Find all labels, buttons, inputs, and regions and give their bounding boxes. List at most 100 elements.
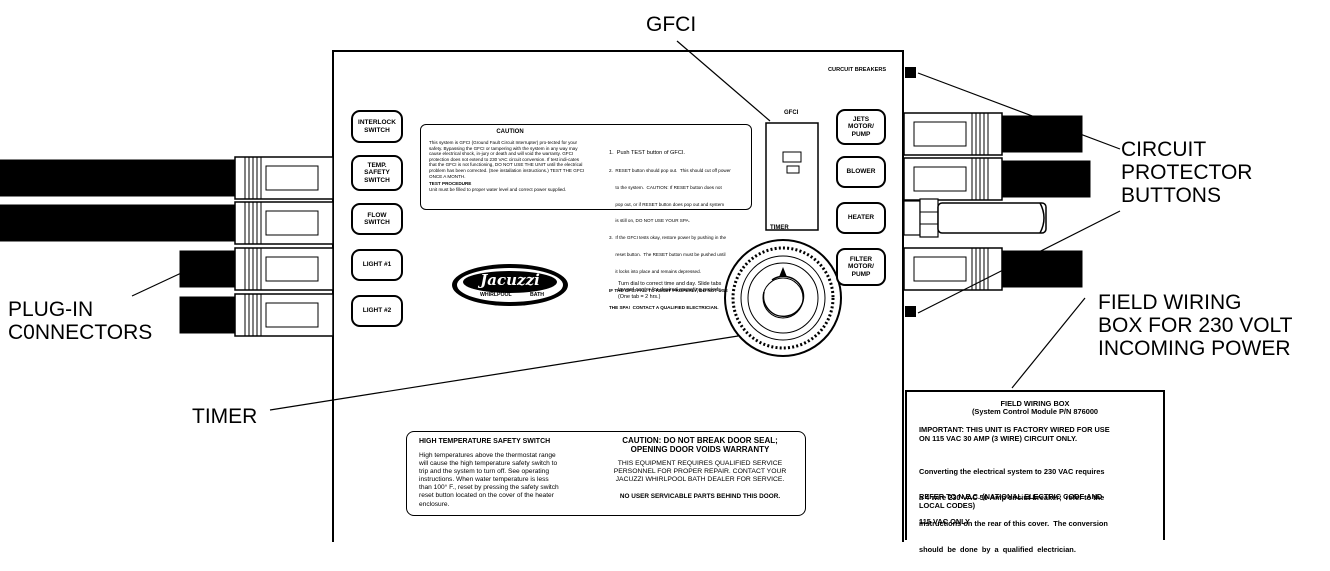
plug-in-connectors-callout: PLUG-IN C0NNECTORS bbox=[8, 298, 152, 344]
test-procedure-text: Unit must be filled to proper water leve… bbox=[429, 186, 567, 192]
button-label: LIGHT #1 bbox=[362, 261, 392, 269]
button-label: PUMP bbox=[851, 270, 871, 278]
warning-line: IF THE GFCI FAIL TO RESET PROPERLY, DO N… bbox=[609, 288, 728, 294]
text-line: PERSONNEL FOR PROPER REPAIR. CONTACT YOU… bbox=[613, 468, 787, 476]
text-line: High temperatures above the thermostat r… bbox=[419, 452, 556, 459]
circuit-protector-callout: CIRCUIT PROTECTOR BUTTONS bbox=[1121, 138, 1252, 207]
light-1-button[interactable]: LIGHT #1 bbox=[351, 249, 403, 281]
button-label: BLOWER bbox=[846, 168, 876, 176]
jets-motor-pump-button[interactable]: JETS MOTOR/ PUMP bbox=[836, 109, 886, 145]
flow-switch-button[interactable]: FLOW SWITCH bbox=[351, 203, 403, 235]
text-line: Converting the electrical system to 230 … bbox=[919, 467, 1105, 477]
text-line: trip and the system to turn off. See ope… bbox=[419, 468, 549, 476]
text-line: cause electrical shock, in-jury or death… bbox=[429, 151, 574, 157]
text-line: than 100° F., reset by pressing the safe… bbox=[419, 484, 559, 492]
button-label: JETS bbox=[852, 115, 870, 123]
bottom-caution-box: HIGH TEMPERATURE SAFETY SWITCH High temp… bbox=[406, 431, 806, 516]
text-line: Turn dial to correct time and day. Slide… bbox=[618, 281, 722, 287]
text-line: REFER TO N.E.C. (NATIONAL ELECTRIC CODE … bbox=[919, 492, 1103, 501]
high-temp-title: HIGH TEMPERATURE SAFETY SWITCH bbox=[419, 438, 551, 445]
logo-whirlpool: WHIRLPOOL bbox=[480, 292, 512, 298]
field-wiring-box: FIELD WIRING BOX (System Control Module … bbox=[905, 390, 1165, 553]
right-cable-3-heater bbox=[903, 198, 1047, 238]
callout-line: PLUG-IN bbox=[8, 298, 94, 321]
button-label: SWITCH bbox=[364, 219, 390, 226]
timer-dial bbox=[724, 239, 842, 357]
text-line: CAUTION: DO NOT BREAK DOOR SEAL; bbox=[622, 436, 778, 445]
right-cable-1 bbox=[903, 112, 1083, 156]
right-plug-connectors bbox=[903, 112, 1091, 291]
step-line: to the system. CAUTION: If RESET button … bbox=[609, 184, 722, 190]
field-wiring-subtitle: (System Control Module P/N 876000 bbox=[971, 407, 1099, 416]
button-label: MOTOR/ bbox=[848, 123, 874, 131]
step-line: is still on, DO NOT USE YOUR SPA. bbox=[609, 218, 690, 224]
text-line: IMPORTANT: THIS UNIT IS FACTORY WIRED FO… bbox=[919, 425, 1110, 434]
caution-text: This system is GFCI (Ground Fault Circui… bbox=[429, 140, 607, 192]
button-label: TEMP. bbox=[367, 161, 387, 169]
button-label: SAFETY bbox=[364, 169, 390, 177]
text-line: protection does not extend to 230 VAC ci… bbox=[429, 156, 580, 162]
left-cable-4 bbox=[179, 293, 334, 337]
left-cable-3 bbox=[179, 247, 334, 291]
callout-line: PROTECTOR bbox=[1121, 161, 1253, 184]
button-label: MOTOR/ bbox=[848, 263, 874, 271]
no-user-parts-note: NO USER SERVICABLE PARTS BEHIND THIS DOO… bbox=[619, 493, 781, 500]
text-line: a 4 wire 230 VAC 50 Amp circiut breaker;… bbox=[919, 492, 1105, 502]
text-line: reset button located on the cover of the… bbox=[419, 492, 554, 500]
blower-button[interactable]: BLOWER bbox=[836, 156, 886, 188]
timer-callout: TIMER bbox=[192, 405, 258, 428]
field-wiring-p2: Converting the electrical system to 230 … bbox=[919, 451, 1108, 571]
text-line: problem has been corrected. (See install… bbox=[429, 167, 585, 173]
gfci-device bbox=[765, 122, 819, 231]
right-cable-2 bbox=[903, 157, 1091, 201]
step-line: 3. If the GFCI tests okay, restore power… bbox=[609, 235, 727, 241]
field-wiring-p4: 115 VAC ONLY bbox=[919, 517, 970, 526]
leader-lines bbox=[131, 40, 1121, 411]
text-line: JACUZZI WHIRLPOOL BATH DEALER FOR SERVIC… bbox=[615, 476, 785, 484]
warning-line: THE SPA! CONTACT A QUALIFIED ELECTRICIAN… bbox=[609, 305, 719, 311]
circuit-breakers-label: CURCUIT BREAKERS bbox=[828, 67, 887, 73]
left-cable-2 bbox=[0, 201, 334, 245]
test-steps: 1. Push TEST button of GFCI. 2. RESET bu… bbox=[609, 139, 731, 322]
text-line: instructions. When water temperature is … bbox=[419, 476, 549, 484]
test-procedure-title: TEST PROCEDURE bbox=[429, 181, 472, 187]
callout-line: CIRCUIT bbox=[1121, 138, 1207, 161]
text-line: (One tab = 2 hrs.) bbox=[618, 293, 661, 300]
timer-label: TIMER bbox=[770, 225, 789, 231]
step-line: reset button. The RESET button must be p… bbox=[609, 251, 726, 257]
diagram-graphics bbox=[0, 40, 1121, 508]
high-temp-text: High temperatures above the thermostat r… bbox=[419, 452, 559, 509]
jacuzzi-logo-text: Jacuzzi bbox=[480, 271, 540, 289]
text-line: safety. Bypassing the GFCI or tampering … bbox=[429, 145, 578, 151]
text-line: OPENING DOOR VOIDS WARRANTY bbox=[630, 445, 770, 454]
timer-instructions: Turn dial to correct time and day. Slide… bbox=[618, 281, 722, 300]
field-wiring-p3: REFER TO N.E.C. (NATIONAL ELECTRIC CODE … bbox=[919, 492, 1103, 510]
text-line: This system is GFCI (Ground Fault Circui… bbox=[429, 140, 578, 145]
callout-line: BUTTONS bbox=[1121, 184, 1221, 207]
heater-button[interactable]: HEATER bbox=[836, 202, 886, 234]
filter-motor-pump-button[interactable]: FILTER MOTOR/ PUMP bbox=[836, 248, 886, 286]
right-cable-4 bbox=[903, 247, 1083, 291]
text-line: enclosure. bbox=[419, 500, 450, 508]
step-line: it locks into place and remains depresse… bbox=[609, 268, 701, 274]
button-label: FLOW bbox=[367, 211, 387, 219]
button-label: LIGHT #2 bbox=[362, 307, 392, 315]
callout-line: FIELD WIRING bbox=[1098, 291, 1242, 314]
left-cable-1 bbox=[0, 156, 334, 200]
door-caution-title: CAUTION: DO NOT BREAK DOOR SEAL; OPENING… bbox=[597, 436, 803, 454]
button-label: FILTER bbox=[849, 255, 873, 263]
jacuzzi-logo-shape bbox=[452, 264, 568, 306]
text-line: ONCE A MONTH. bbox=[429, 173, 466, 179]
gfci-callout: GFCI bbox=[646, 13, 697, 36]
text-line: will cause the high temperature safety s… bbox=[419, 460, 558, 468]
circuit-breaker-bottom bbox=[905, 306, 916, 317]
button-label: SWITCH bbox=[364, 176, 390, 184]
interlock-switch-button[interactable]: INTERLOCK SWITCH bbox=[351, 110, 403, 143]
light-2-button[interactable]: LIGHT #2 bbox=[351, 295, 403, 327]
field-wiring-title: FIELD WIRING BOX bbox=[1000, 399, 1070, 408]
text-line: instructions on the rear of this cover. … bbox=[919, 518, 1108, 528]
circuit-breaker-top bbox=[905, 67, 916, 78]
caution-title: CAUTION bbox=[496, 129, 524, 135]
temp-safety-switch-button[interactable]: TEMP. SAFETY SWITCH bbox=[351, 155, 403, 191]
text-line: ON 115 VAC 30 AMP (3 WIRE) CIRCUIT ONLY. bbox=[919, 433, 1078, 443]
